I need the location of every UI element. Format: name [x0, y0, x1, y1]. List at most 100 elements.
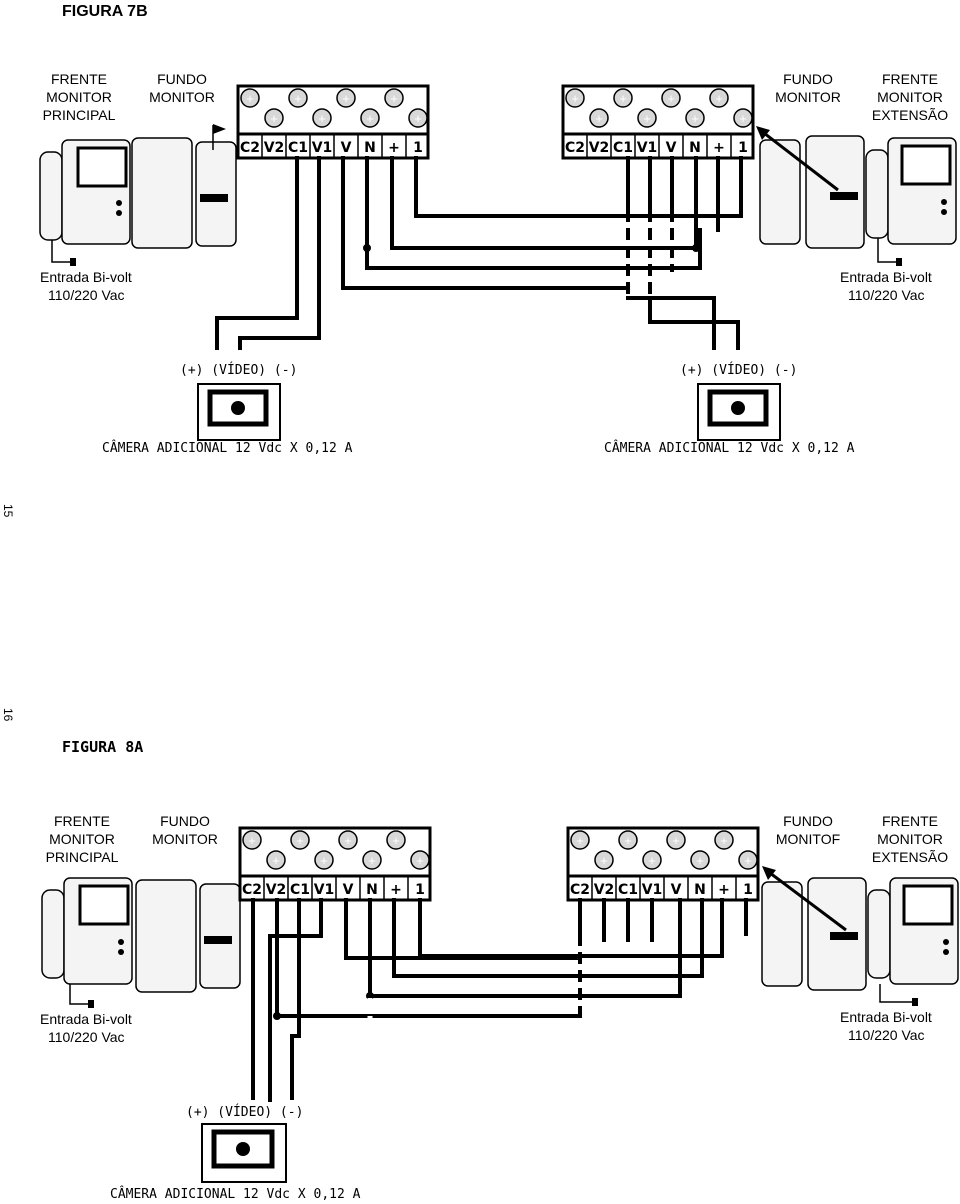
terminal-screw-icon	[565, 88, 585, 108]
terminal-label: +	[390, 882, 402, 898]
figure-7b-title: FIGURA 7B	[62, 3, 148, 20]
top-frente-extensao-line2: MONITOR	[877, 89, 943, 105]
terminal-label: 1	[415, 882, 425, 898]
terminal-screw-icon	[288, 88, 308, 108]
bottom-power-left-line1: Entrada Bi-volt	[40, 1011, 132, 1027]
terminal-screw-icon	[570, 830, 590, 850]
bottom-wiring	[251, 898, 748, 1102]
top-terminal-block-left: +C2+V2+C1+V1+V+N+++1	[236, 84, 430, 160]
screw-plus-icon: +	[643, 111, 651, 126]
screw-plus-icon: +	[571, 91, 579, 106]
screw-plus-icon: +	[624, 833, 632, 848]
terminal-screw-icon	[312, 108, 332, 128]
screw-plus-icon: +	[696, 853, 704, 868]
terminal-label: V	[671, 882, 682, 898]
top-camera-left-pins: (+) (VÍDEO) (-)	[180, 362, 297, 378]
terminal-screw-icon	[594, 850, 614, 870]
terminal-screw-icon	[408, 108, 428, 128]
screw-plus-icon: +	[366, 111, 374, 126]
bottom-power-right-line2: 110/220 Vac	[848, 1027, 925, 1043]
terminal-screw-icon	[685, 108, 705, 128]
screw-plus-icon: +	[318, 111, 326, 126]
top-camera-left-caption: CÂMERA ADICIONAL 12 Vdc X 0,12 A	[102, 440, 353, 456]
screw-plus-icon: +	[739, 111, 747, 126]
screw-plus-icon: +	[600, 853, 608, 868]
terminal-screw-icon	[242, 830, 262, 850]
bottom-monitor-back-left	[135, 879, 241, 993]
terminal-screw-icon	[714, 830, 734, 850]
bottom-monitor-front-principal	[41, 877, 133, 1008]
terminal-label: C2	[242, 882, 262, 898]
top-monitor-back-right	[759, 135, 865, 249]
terminal-screw-icon	[336, 88, 356, 108]
terminal-label: N	[366, 882, 378, 898]
terminal-label: C2	[570, 882, 590, 898]
screw-plus-icon: +	[320, 853, 328, 868]
terminal-screw-icon	[709, 88, 729, 108]
top-frente-principal-line1: FRENTE	[51, 71, 107, 87]
top-fundo-left-line2: MONITOR	[149, 89, 215, 105]
bottom-camera-pins: (+) (VÍDEO) (-)	[186, 1104, 303, 1120]
screw-plus-icon: +	[414, 111, 422, 126]
terminal-label: V	[343, 882, 354, 898]
terminal-label: N	[364, 140, 376, 156]
screw-plus-icon: +	[715, 91, 723, 106]
screw-plus-icon: +	[691, 111, 699, 126]
top-fundo-left-line1: FUNDO	[157, 71, 207, 87]
bottom-fundo-right-line1: FUNDO	[783, 813, 833, 829]
terminal-label: C2	[565, 140, 585, 156]
screw-plus-icon: +	[294, 91, 302, 106]
terminal-label: V1	[312, 140, 333, 156]
top-terminal-block-right: +C2+V2+C1+V1+V+N+++1	[561, 84, 755, 160]
terminal-label: N	[694, 882, 706, 898]
bottom-frente-extensao-line2: MONITOR	[877, 831, 943, 847]
bottom-camera	[201, 1123, 287, 1183]
top-monitor-front-principal	[39, 139, 131, 266]
terminal-label: V1	[314, 882, 335, 898]
top-frente-extensao-line3: EXTENSÃO	[872, 107, 948, 123]
terminal-screw-icon	[661, 88, 681, 108]
top-fundo-right-line1: FUNDO	[783, 71, 833, 87]
screw-plus-icon: +	[390, 91, 398, 106]
screw-plus-icon: +	[416, 853, 424, 868]
screw-plus-icon: +	[342, 91, 350, 106]
bottom-terminal-block-right: +C2+V2+C1+V1+V+N+++1	[566, 826, 760, 902]
terminal-screw-icon	[642, 850, 662, 870]
terminal-label: 1	[743, 882, 753, 898]
terminal-screw-icon	[589, 108, 609, 128]
terminal-label: C1	[618, 882, 638, 898]
page-number-16: 16	[1, 708, 15, 722]
top-frente-extensao-line1: FRENTE	[882, 71, 938, 87]
screw-plus-icon: +	[392, 833, 400, 848]
terminal-label: +	[388, 140, 400, 156]
top-camera-right-caption: CÂMERA ADICIONAL 12 Vdc X 0,12 A	[604, 440, 855, 456]
page-number-15: 15	[1, 504, 15, 518]
bottom-power-left-line2: 110/220 Vac	[48, 1029, 125, 1045]
top-power-left-line1: Entrada Bi-volt	[40, 269, 132, 285]
screw-plus-icon: +	[576, 833, 584, 848]
screw-plus-icon: +	[595, 111, 603, 126]
terminal-label: 1	[413, 140, 423, 156]
bottom-frente-principal-line1: FRENTE	[54, 813, 110, 829]
bottom-fundo-left-line2: MONITOR	[152, 831, 218, 847]
terminal-screw-icon	[613, 88, 633, 108]
screw-plus-icon: +	[248, 833, 256, 848]
screw-plus-icon: +	[344, 833, 352, 848]
terminal-screw-icon	[338, 830, 358, 850]
terminal-screw-icon	[410, 850, 430, 870]
top-power-left-line2: 110/220 Vac	[48, 287, 125, 303]
terminal-label: V2	[589, 140, 610, 156]
bottom-frente-principal-line3: PRINCIPAL	[46, 849, 119, 865]
top-camera-right	[697, 383, 781, 441]
top-power-right-line1: Entrada Bi-volt	[840, 269, 932, 285]
screw-plus-icon: +	[296, 833, 304, 848]
terminal-screw-icon	[637, 108, 657, 128]
top-monitor-front-extensao	[865, 137, 957, 266]
top-camera-left	[197, 383, 281, 441]
top-frente-principal-line2: MONITOR	[46, 89, 112, 105]
terminal-label: +	[718, 882, 730, 898]
bottom-fundo-left-line1: FUNDO	[160, 813, 210, 829]
terminal-label: V1	[637, 140, 658, 156]
top-frente-principal-line3: PRINCIPAL	[43, 107, 116, 123]
terminal-screw-icon	[362, 850, 382, 870]
